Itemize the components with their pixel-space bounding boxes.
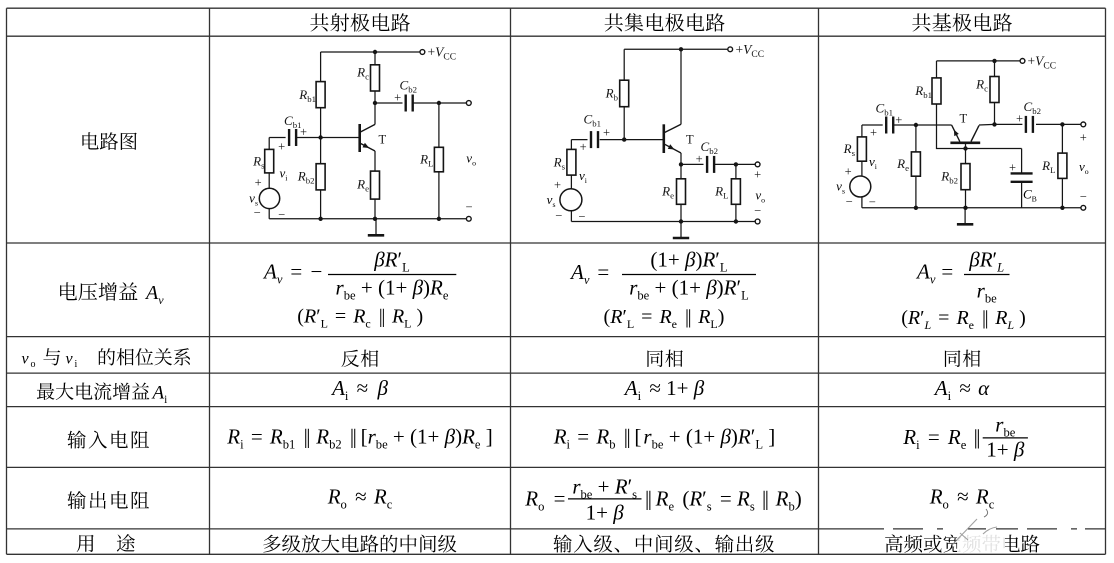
svg-text:+: + bbox=[300, 125, 307, 139]
svg-text:Ro =: Ro = bbox=[524, 487, 565, 514]
svg-text:rbe: rbe bbox=[995, 413, 1015, 440]
svg-text:+: + bbox=[696, 152, 703, 166]
svg-text:Av= −: Av= − bbox=[262, 260, 322, 287]
svg-text:βR′L: βR′L bbox=[373, 248, 410, 275]
svg-text:+: + bbox=[278, 140, 285, 154]
svg-text:rbe + (1+ β)R′L: rbe + (1+ β)R′L bbox=[629, 276, 749, 303]
svg-text:+: + bbox=[1009, 161, 1016, 175]
svg-text:vo: vo bbox=[755, 188, 765, 205]
svg-text:(R′L = Rc || RL ): (R′L = Rc || RL ) bbox=[297, 306, 423, 331]
svg-text:+: + bbox=[1016, 112, 1023, 126]
svg-text:vi: vi bbox=[869, 154, 878, 171]
svg-text:vs: vs bbox=[836, 179, 845, 196]
svg-text:T: T bbox=[379, 133, 387, 147]
svg-text:|| Re (R′s = Rs || Rb): || Re (R′s = Rs || Rb) bbox=[645, 487, 802, 514]
svg-text:vo: vo bbox=[466, 151, 476, 168]
svg-text:vi: vi bbox=[579, 168, 588, 185]
svg-text:o: o bbox=[31, 359, 36, 370]
svg-text:Ri = Rb1 || Rb2 || [rbe + (1+: Ri = Rb1 || Rb2 || [rbe + (1+ β)Re ] bbox=[226, 425, 493, 452]
svg-text:−: − bbox=[465, 200, 472, 214]
svg-text:+: + bbox=[394, 91, 401, 105]
svg-text:vi: vi bbox=[280, 166, 289, 183]
svg-text:rbe + R′s: rbe + R′s bbox=[572, 475, 637, 502]
svg-text:Av=: Av= bbox=[915, 260, 953, 287]
svg-text:1+ β: 1+ β bbox=[986, 438, 1025, 462]
svg-text:(R′L = Re || RL): (R′L = Re || RL) bbox=[604, 306, 725, 331]
svg-text:βR′L: βR′L bbox=[968, 248, 1004, 275]
svg-text:Ai: Ai bbox=[151, 383, 168, 407]
svg-text:+: + bbox=[554, 178, 561, 192]
svg-text:Ro ≈ Rc: Ro ≈ Rc bbox=[327, 485, 393, 512]
svg-text:−: − bbox=[254, 206, 261, 220]
svg-text:vo: vo bbox=[1079, 159, 1089, 176]
svg-text:CB: CB bbox=[1023, 187, 1037, 204]
svg-text:+: + bbox=[870, 126, 877, 140]
svg-text:Ro ≈ Rc: Ro ≈ Rc bbox=[929, 485, 995, 512]
svg-text:v: v bbox=[22, 351, 30, 368]
svg-text:Ai ≈ α: Ai ≈ α bbox=[933, 376, 990, 403]
svg-text:Ai ≈ 1+ β: Ai ≈ 1+ β bbox=[623, 376, 705, 403]
svg-text:−: − bbox=[869, 195, 876, 209]
svg-text:+: + bbox=[255, 176, 262, 190]
svg-text:Ri = Rb || [rbe + (1+ β)R′L ]: Ri = Rb || [rbe + (1+ β)R′L ] bbox=[553, 425, 776, 452]
svg-text:Ri = Re ||: Ri = Re || bbox=[902, 425, 979, 452]
svg-text:Av=: Av= bbox=[569, 260, 609, 287]
svg-text:+: + bbox=[754, 168, 761, 182]
svg-text:v: v bbox=[66, 351, 74, 368]
svg-text:1+ β: 1+ β bbox=[586, 501, 625, 525]
svg-text:−: − bbox=[578, 209, 585, 223]
svg-text:+: + bbox=[845, 165, 852, 179]
svg-text:−: − bbox=[1080, 190, 1087, 204]
svg-text:+: + bbox=[1080, 131, 1087, 145]
svg-text:+: + bbox=[895, 113, 902, 127]
svg-text:vs: vs bbox=[249, 191, 258, 208]
svg-text:Ai ≈ β: Ai ≈ β bbox=[330, 376, 388, 403]
svg-text:(R′L = Re || RL ): (R′L = Re || RL ) bbox=[901, 307, 1026, 332]
svg-text:T: T bbox=[960, 112, 968, 126]
svg-text:−: − bbox=[278, 208, 285, 222]
svg-text:+: + bbox=[580, 140, 587, 154]
svg-text:vs: vs bbox=[547, 192, 556, 209]
svg-text:−: − bbox=[846, 195, 853, 209]
svg-text:−: − bbox=[754, 204, 761, 218]
svg-text:−: − bbox=[555, 208, 562, 222]
svg-text:T: T bbox=[686, 133, 694, 147]
svg-text:Av: Av bbox=[144, 282, 164, 307]
svg-text:rbe + (1+ β)Re: rbe + (1+ β)Re bbox=[336, 276, 449, 303]
svg-text:+: + bbox=[603, 126, 610, 140]
svg-text:i: i bbox=[75, 359, 78, 370]
svg-text:rbe: rbe bbox=[977, 279, 997, 306]
svg-text:(1+ β)R′L: (1+ β)R′L bbox=[650, 248, 727, 275]
